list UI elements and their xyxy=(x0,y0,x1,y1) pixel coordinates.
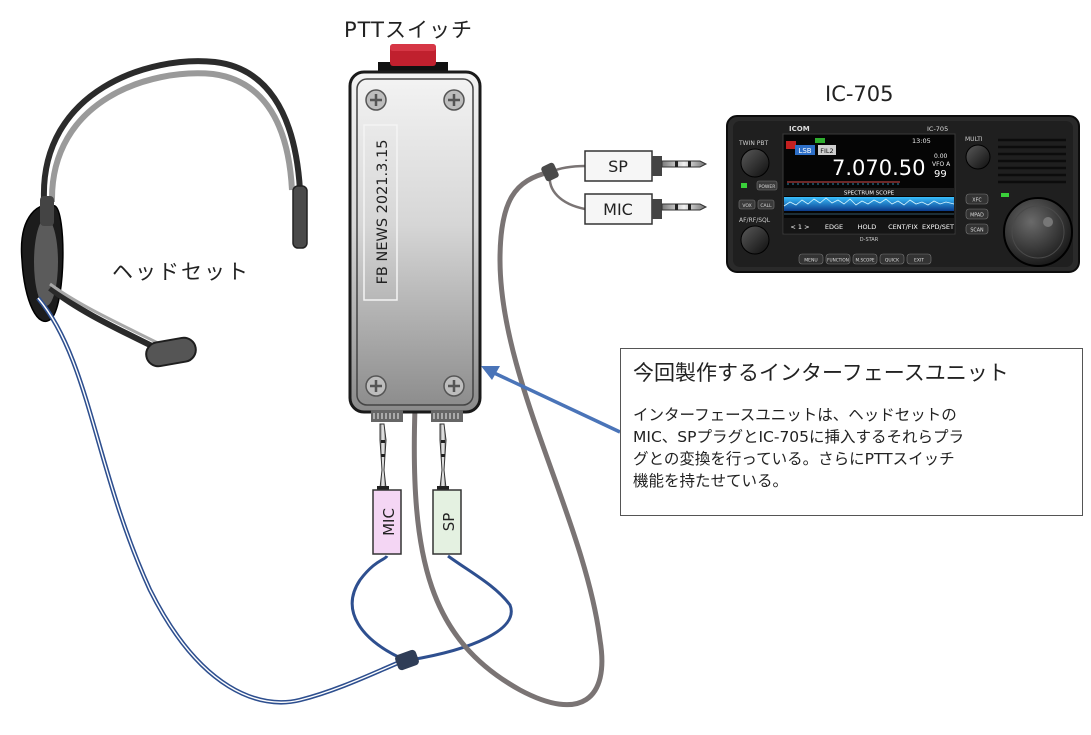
power-button-label: POWER xyxy=(759,184,776,190)
softkey-expd-set[interactable]: EXPD/SET xyxy=(922,223,954,231)
radio-time: 13:05 xyxy=(912,137,931,145)
xfc-button[interactable] xyxy=(965,193,989,205)
main-dial[interactable] xyxy=(1003,197,1073,267)
softkey-edge[interactable]: EDGE xyxy=(825,223,843,231)
callout-box: 今回製作するインターフェースユニット インターフェースユニットは、ヘッドセットの… xyxy=(620,348,1083,516)
mpad-button[interactable] xyxy=(965,208,989,220)
mscope-button[interactable] xyxy=(852,253,878,265)
radio-cable xyxy=(411,169,605,708)
mscope-button-label: M.SCOPE xyxy=(856,258,875,263)
radio-softkeys: < 1 > EDGE HOLD CENT/FIX EXPD/SET xyxy=(790,223,954,231)
function-button[interactable] xyxy=(825,253,851,265)
plug-bottom-mic-label: MIC xyxy=(380,508,398,536)
box-stamp: FB NEWS 2021.3.15 xyxy=(375,140,391,285)
radio-dstar: D-STAR xyxy=(860,237,879,243)
headset-mic-capsule xyxy=(145,336,197,368)
twin-pbt-knob[interactable] xyxy=(740,148,770,178)
plug-radio-mic-label: MIC xyxy=(603,200,633,219)
scan-button[interactable] xyxy=(965,223,989,235)
call-button[interactable] xyxy=(757,199,775,210)
headset xyxy=(20,58,308,368)
box-screw xyxy=(443,375,465,397)
exit-button[interactable] xyxy=(906,253,932,265)
box-screw xyxy=(365,89,387,111)
xfc-button-label: XFC xyxy=(972,198,982,204)
radio-frequency: 7.070.50 xyxy=(832,156,926,180)
interface-box xyxy=(348,70,482,414)
plug-radio-sp: SP xyxy=(584,150,708,182)
vox-button[interactable] xyxy=(738,199,756,210)
callout-title: 今回製作するインターフェースユニット xyxy=(633,361,1009,385)
function-button-label: FUNCTION xyxy=(827,258,849,263)
cable-splitter xyxy=(395,649,419,671)
softkey-cent-fix[interactable]: CENT/FIX xyxy=(888,223,918,231)
radio-cable-splitter xyxy=(541,162,559,182)
box-stamp-frame xyxy=(363,124,398,301)
softkey-hold[interactable]: HOLD xyxy=(858,223,877,231)
plug-radio-mic: MIC xyxy=(584,193,708,225)
plug-bottom-sp: SP xyxy=(432,423,462,555)
menu-button[interactable] xyxy=(798,253,824,265)
quick-button[interactable] xyxy=(879,253,905,265)
box-screw xyxy=(443,89,465,111)
radio-brand: ICOM xyxy=(789,125,810,133)
multi-knob[interactable] xyxy=(965,144,991,170)
softkey-1[interactable]: < 1 > xyxy=(790,223,809,231)
headset-mic-boom xyxy=(48,285,162,353)
radio-scope-title: SPECTRUM SCOPE xyxy=(844,191,895,197)
headset-cable xyxy=(36,296,513,705)
radio-sub-digits: 99 xyxy=(934,169,947,180)
mpad-button-label: MPAD xyxy=(970,213,984,219)
scan-button-label: SCAN xyxy=(970,228,984,234)
knob-label-multi: MULTI xyxy=(965,136,983,143)
power-button[interactable] xyxy=(756,180,778,191)
call-button-label: CALL xyxy=(760,203,772,209)
speaker-grille xyxy=(998,138,1066,184)
radio-model-badge: IC-705 xyxy=(927,125,948,133)
plug-bottom-mic: MIC xyxy=(372,423,402,555)
exit-button-label: EXIT xyxy=(914,258,924,264)
knob-label-af-rf-sql: AF/RF/SQL xyxy=(739,217,771,224)
box-screw xyxy=(365,375,387,397)
plug-radio-sp-label: SP xyxy=(608,157,628,176)
vox-button-label: VOX xyxy=(742,203,751,209)
radio-rit: 0.00 xyxy=(934,153,948,160)
radio-vfo: VFO A xyxy=(932,161,951,168)
radio-model-label: IC-705 xyxy=(825,82,894,106)
quick-button-label: QUICK xyxy=(885,258,900,264)
callout-arrow xyxy=(481,366,621,434)
knob-label-twin-pbt: TWIN PBT xyxy=(738,140,768,147)
interface-unit: FB NEWS 2021.3.15 xyxy=(348,44,482,422)
radio-bottom-buttons: MENU FUNCTION M.SCOPE QUICK EXIT xyxy=(798,253,932,265)
headset-headband xyxy=(40,58,303,201)
callout-body: インターフェースユニットは、ヘッドセットの MIC、SPプラグとIC-705に挿… xyxy=(633,406,965,490)
radio-filter: FIL2 xyxy=(820,147,833,155)
ptt-switch-label: PTTスイッチ xyxy=(344,18,473,42)
ic705-radio: ICOM IC-705 TWIN PBT AF/RF/SQL POWER VOX… xyxy=(726,115,1080,273)
headset-label: ヘッドセット xyxy=(112,260,250,284)
headset-right-pad xyxy=(292,185,308,249)
menu-button-label: MENU xyxy=(804,258,817,264)
plug-bottom-sp-label: SP xyxy=(440,513,458,532)
radio-mode: LSB xyxy=(798,147,811,155)
af-rf-sql-knob[interactable] xyxy=(740,225,770,255)
